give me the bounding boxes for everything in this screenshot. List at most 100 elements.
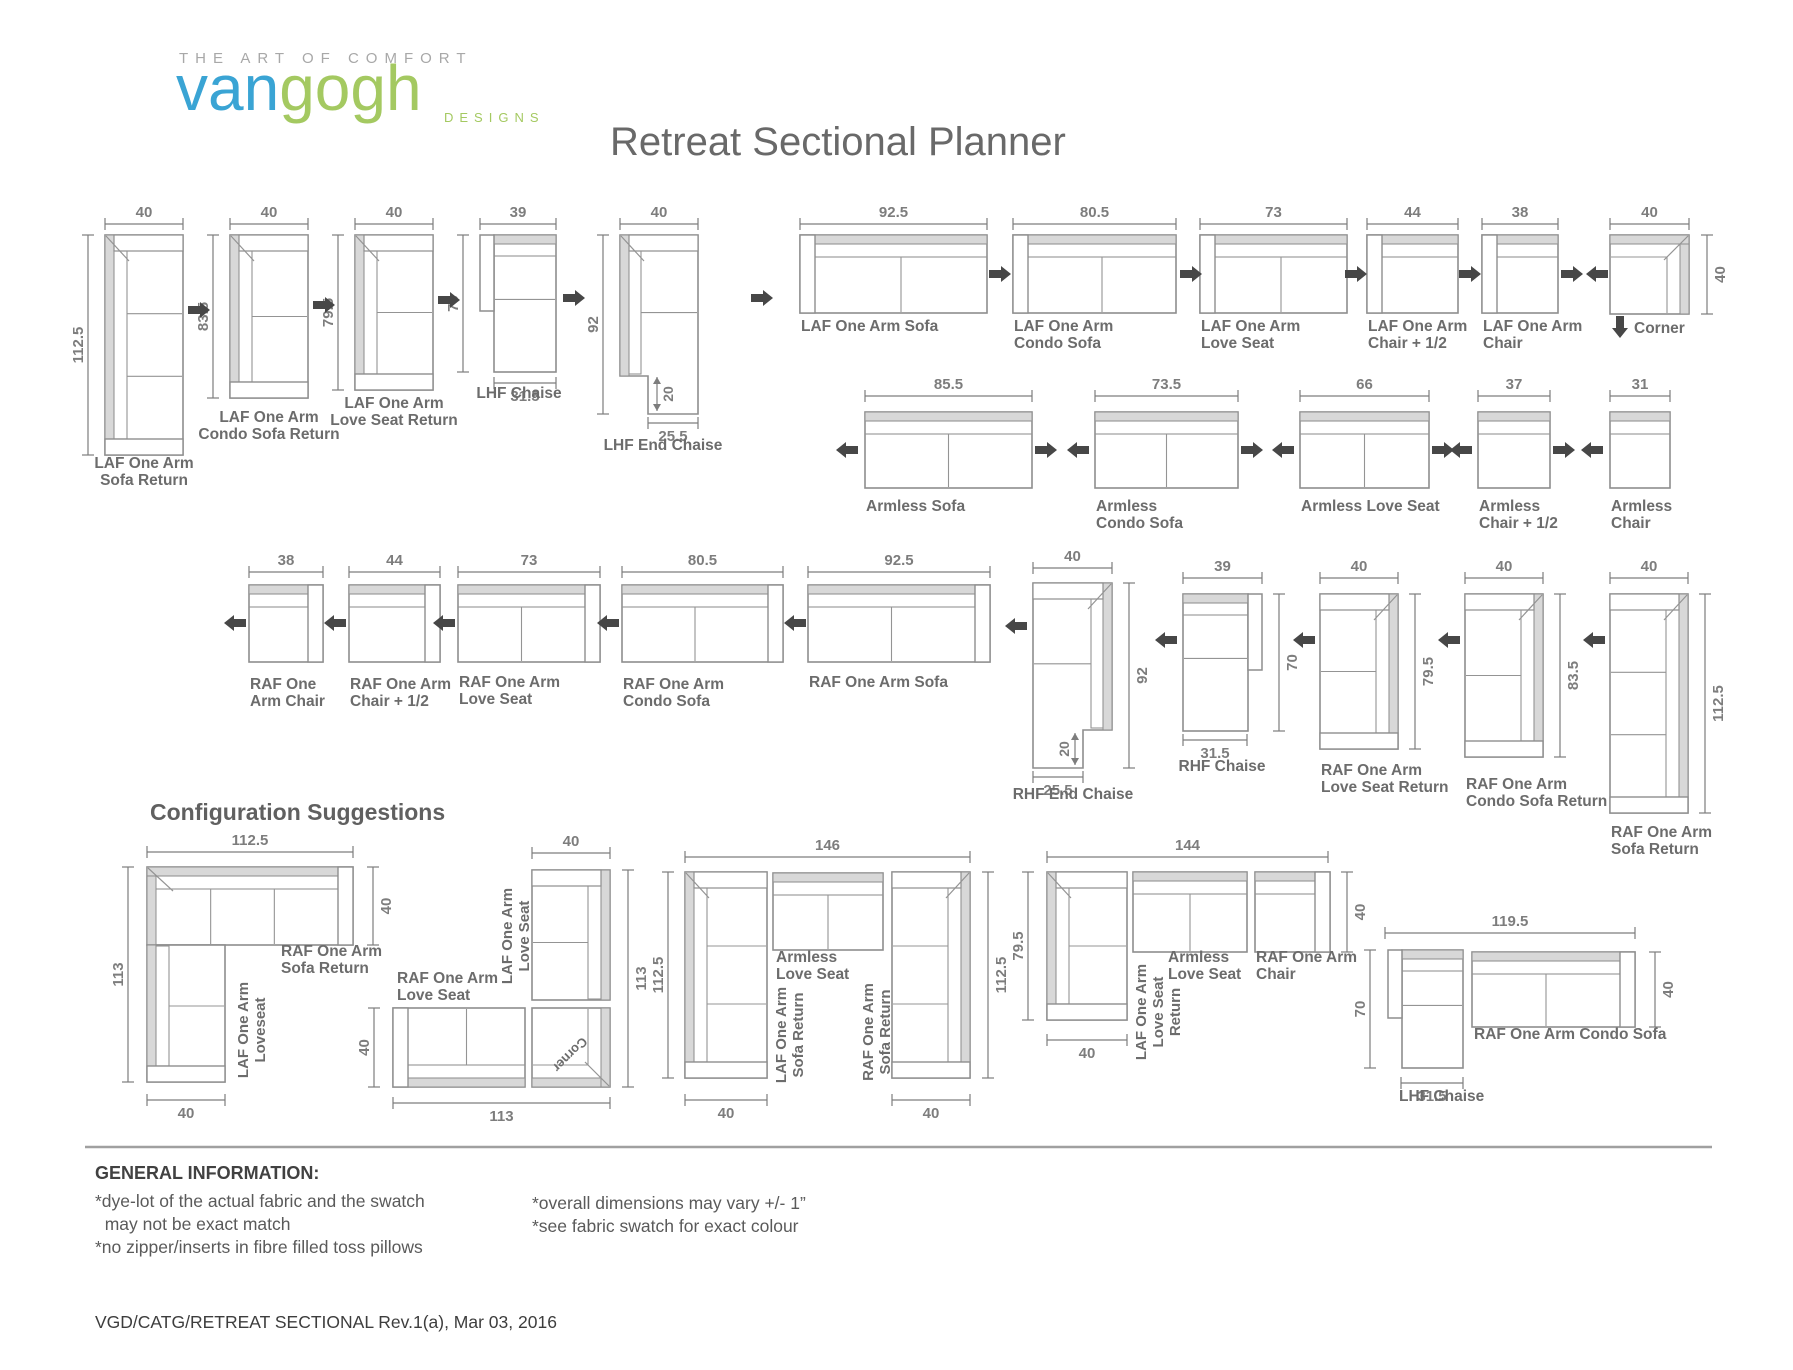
svg-text:Chair: Chair <box>1611 515 1651 532</box>
dim: 40 <box>1319 558 1399 584</box>
svg-text:RHF End Chaise: RHF End Chaise <box>1013 786 1134 803</box>
svg-text:80.5: 80.5 <box>1080 204 1109 221</box>
piece-cfg4-armless-love-seat <box>1132 871 1248 953</box>
piece-raf-one-arm-chair <box>248 584 324 663</box>
dim: 40 <box>1649 951 1677 1028</box>
dim: 31.5 <box>1182 734 1248 762</box>
piece-label: RAF One Arm Sofa <box>809 674 948 691</box>
connect-arrow <box>563 290 585 306</box>
dim: 40 <box>1464 558 1544 584</box>
logo-gogh: gogh <box>279 52 422 124</box>
svg-text:31.5: 31.5 <box>1200 745 1229 762</box>
svg-text:RAF One Arm: RAF One Arm <box>459 674 560 691</box>
dim: 25.5 <box>647 417 699 445</box>
piece-armless-love-seat <box>1299 411 1430 489</box>
dim: 38 <box>248 552 324 578</box>
svg-text:20: 20 <box>660 386 676 402</box>
dim: 146 <box>684 837 971 863</box>
svg-text:LAF One Arm: LAF One Arm <box>219 409 318 426</box>
svg-text:113: 113 <box>489 1108 513 1125</box>
svg-text:Love Seat: Love Seat <box>776 966 849 983</box>
svg-text:Love Seat: Love Seat <box>1201 335 1274 352</box>
connect-arrow <box>597 615 619 631</box>
svg-text:40: 40 <box>261 204 278 221</box>
page-title: Retreat Sectional Planner <box>610 120 1066 164</box>
svg-text:25.5: 25.5 <box>1043 782 1072 799</box>
connect-arrow <box>989 266 1011 282</box>
piece-cfg3-armless-love-seat <box>772 872 884 951</box>
svg-text:Armless: Armless <box>776 949 837 966</box>
svg-text:LHF Chaise: LHF Chaise <box>1399 1088 1485 1105</box>
config-suggestions-heading: Configuration Suggestions <box>150 799 446 825</box>
dim: 112.5 <box>650 871 674 1079</box>
piece-rhf-end-chaise <box>1032 582 1113 769</box>
svg-text:Sofa Return: Sofa Return <box>877 989 894 1074</box>
svg-text:40: 40 <box>1351 558 1368 575</box>
dim: 112.5 <box>982 871 1010 1079</box>
dim: 40 <box>356 1007 380 1088</box>
piece-label: Corner <box>1634 320 1685 337</box>
svg-text:Love Seat: Love Seat <box>397 987 470 1004</box>
dim: 92 <box>585 234 609 415</box>
svg-text:31: 31 <box>1632 376 1649 393</box>
svg-text:RAF One Arm: RAF One Arm <box>350 676 451 693</box>
dim: 144 <box>1046 837 1329 863</box>
svg-text:31.5: 31.5 <box>1417 1088 1446 1105</box>
svg-text:40: 40 <box>1064 548 1081 565</box>
svg-text:40: 40 <box>718 1105 735 1122</box>
connect-arrow <box>224 615 246 631</box>
svg-text:Sofa Return: Sofa Return <box>281 960 369 977</box>
svg-text:92.5: 92.5 <box>879 204 908 221</box>
piece-lhf-chaise <box>479 234 557 373</box>
dim: 40 <box>1046 1034 1128 1062</box>
svg-text:80.5: 80.5 <box>688 552 717 569</box>
piece-label: LHF Chaise <box>476 385 562 402</box>
piece-raf-one-arm-love-seat-return <box>1319 593 1399 750</box>
svg-text:Chair + 1/2: Chair + 1/2 <box>1368 335 1447 352</box>
svg-text:Sofa Return: Sofa Return <box>790 992 807 1077</box>
connect-arrow <box>1432 442 1454 458</box>
dim: 79.5 <box>1010 871 1034 1021</box>
svg-text:113: 113 <box>110 962 127 986</box>
connect-arrow <box>313 297 335 313</box>
connect-arrow <box>1241 442 1263 458</box>
svg-text:39: 39 <box>1214 558 1231 575</box>
svg-text:Chair + 1/2: Chair + 1/2 <box>350 693 429 710</box>
svg-text:LAF One Arm: LAF One Arm <box>1368 318 1467 335</box>
svg-text:RAF One: RAF One <box>250 676 317 693</box>
svg-text:Chair: Chair <box>1256 966 1296 983</box>
svg-text:Condo Sofa: Condo Sofa <box>1014 335 1101 352</box>
dim: 40 <box>367 866 395 946</box>
dim: 40 <box>531 833 611 859</box>
connect-arrow <box>1272 442 1294 458</box>
connect-arrow <box>1035 442 1057 458</box>
dim: 40 <box>1609 558 1689 584</box>
connect-arrow <box>1438 632 1460 648</box>
dim: 40 <box>619 204 699 230</box>
piece-laf-one-arm-sofa-return <box>104 234 184 456</box>
svg-text:RAF One Arm: RAF One Arm <box>860 983 877 1081</box>
dim: 39 <box>479 204 557 230</box>
connect-arrow <box>1561 266 1583 282</box>
dim: 73 <box>1199 204 1348 230</box>
dim: 83.5 <box>1554 593 1582 758</box>
svg-text:40: 40 <box>1079 1045 1096 1062</box>
piece-raf-one-arm-sofa <box>807 584 991 663</box>
svg-text:LHF End Chaise: LHF End Chaise <box>604 437 723 454</box>
svg-text:Chair + 1/2: Chair + 1/2 <box>1479 515 1558 532</box>
svg-text:112.5: 112.5 <box>650 957 667 994</box>
svg-text:40: 40 <box>386 204 403 221</box>
svg-text:RAF One Arm: RAF One Arm <box>1321 762 1422 779</box>
